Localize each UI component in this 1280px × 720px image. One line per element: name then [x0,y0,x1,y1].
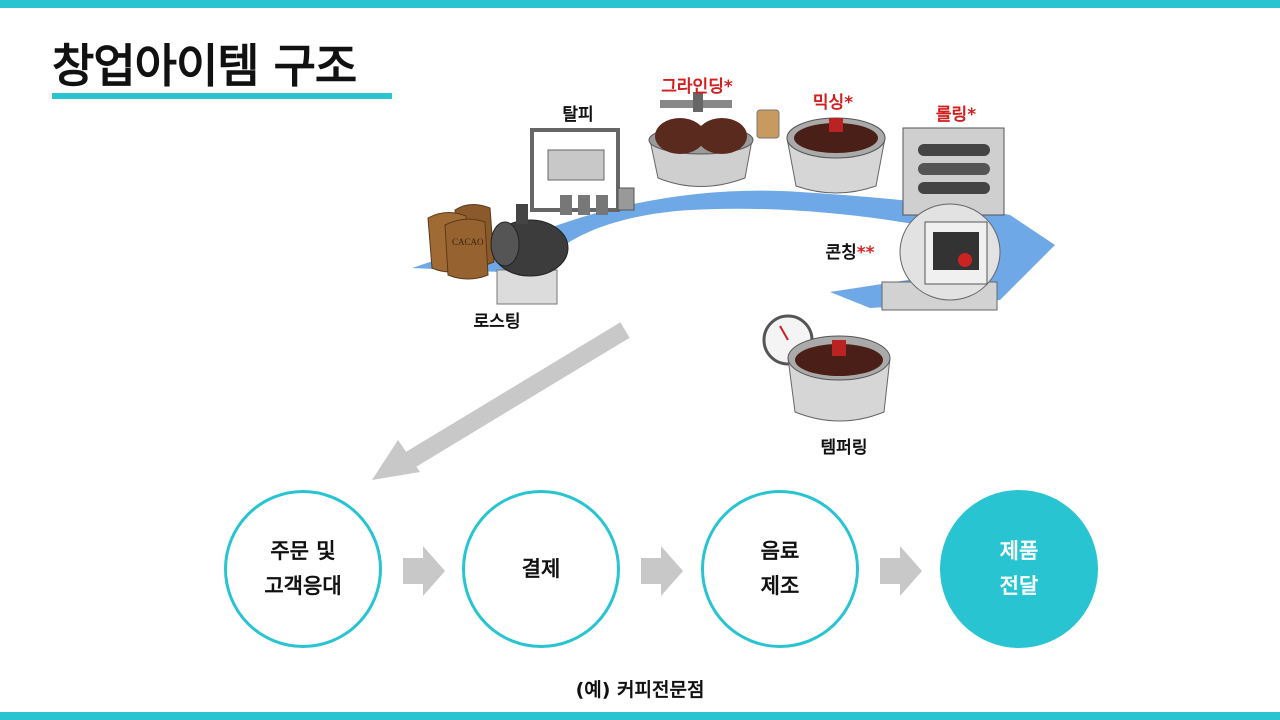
step-arrow-icon [403,546,445,596]
title-underline [52,93,392,99]
cacao-sacks: CACAO [427,204,495,280]
top-accent-bar [0,0,1280,8]
step-order: 주문 및 고객응대 [224,490,382,648]
grinding-machine [648,92,780,187]
diagonal-arrow [372,322,630,480]
step-beverage: 음료 제조 [701,490,859,648]
step-payment: 결제 [462,490,620,648]
example-caption: (예) 커피전문점 [575,679,705,701]
mixing-machine [786,117,886,194]
label-grinding: 그라인딩* [661,77,733,97]
step-arrow-icon [641,546,683,596]
bottom-accent-bar [0,712,1280,720]
label-roasting: 로스팅 [473,312,521,332]
sack-label: CACAO [452,237,484,247]
label-winnowing: 탈피 [562,105,594,125]
step-delivery: 제품 전달 [940,490,1098,648]
process-flow-band [412,190,1055,308]
conching-machine [881,203,1001,311]
label-conching: 콘칭** [825,243,875,263]
tempering-machine [762,314,891,422]
label-mixing: 믹싱* [812,93,854,113]
rolling-machine [902,127,1005,216]
winnowing-machine [530,128,635,215]
label-tempering: 템퍼링 [820,438,868,458]
step-arrow-icon [880,546,922,596]
page-title: 창업아이템 구조 [52,39,357,93]
roaster-machine [490,204,569,305]
label-rolling: 롤링* [935,105,977,125]
